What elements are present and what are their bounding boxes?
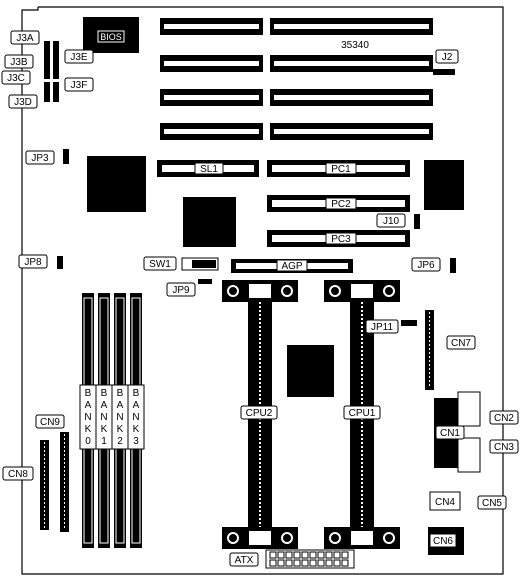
io-chip xyxy=(424,160,464,210)
j3f-label: J3F xyxy=(71,80,88,91)
j3-jumpers xyxy=(44,41,59,102)
bank2-letter: B xyxy=(117,388,124,399)
cn6-label: CN6 xyxy=(433,536,453,547)
j3c-label: J3C xyxy=(7,73,25,84)
bank0-letter: N xyxy=(84,412,91,423)
cn5-label: CN5 xyxy=(482,498,502,509)
board-outline xyxy=(21,6,504,575)
cn9-label: CN9 xyxy=(40,417,60,428)
cpu1-label: CPU1 xyxy=(349,408,376,419)
bank1-letter: B xyxy=(101,388,108,399)
j2-jumper xyxy=(433,69,455,75)
bank0-letter: A xyxy=(85,400,92,411)
jp11-jumper xyxy=(401,320,417,326)
bank3-letter: B xyxy=(133,388,140,399)
jp3-jumper xyxy=(63,149,69,164)
bank1-letter: A xyxy=(101,400,108,411)
memory-banks xyxy=(79,293,145,548)
sl1-label: SL1 xyxy=(200,164,218,175)
j10-jumper xyxy=(414,214,420,229)
bank0-letter: K xyxy=(85,424,92,435)
bank3-letter: N xyxy=(132,412,139,423)
bank3-letter: A xyxy=(133,400,140,411)
bank2-letter: K xyxy=(117,424,124,435)
jp9-jumper xyxy=(198,279,212,284)
bank3-letter: 3 xyxy=(133,436,139,447)
board-model-label: 35340 xyxy=(341,40,369,51)
cn4-connector xyxy=(429,491,461,511)
jp8-jumper xyxy=(57,256,63,269)
sw1-label: SW1 xyxy=(149,259,171,270)
cn1-label: CN1 xyxy=(440,428,460,439)
jp3-label: JP3 xyxy=(31,153,49,164)
bank2-letter: N xyxy=(116,412,123,423)
cn2-connector xyxy=(457,391,481,427)
bank0-letter: B xyxy=(85,388,92,399)
jp11-label: JP11 xyxy=(371,322,393,333)
pc1-label: PC1 xyxy=(331,164,351,175)
pc3-label: PC3 xyxy=(331,234,351,245)
cn2-label: CN2 xyxy=(494,413,514,424)
cpu2-label: CPU2 xyxy=(246,408,273,419)
bank1-letter: N xyxy=(100,412,107,423)
bios-label-box xyxy=(97,30,125,43)
clock-chip xyxy=(287,345,334,397)
cn7-label: CN7 xyxy=(451,338,471,349)
bank1-letter: 1 xyxy=(101,436,107,447)
cn8-label: CN8 xyxy=(8,469,28,480)
cn8-connector xyxy=(40,440,49,530)
j3a-tag xyxy=(10,30,40,45)
jp6-label: JP6 xyxy=(417,260,435,271)
bank0-letter: 0 xyxy=(85,436,91,447)
cn3-label: CN3 xyxy=(494,442,514,453)
jp6-jumper xyxy=(450,258,456,273)
agp-label: AGP xyxy=(281,261,302,272)
chipset-north xyxy=(87,156,146,212)
j3d-label: J3D xyxy=(14,97,32,108)
atx-label: ATX xyxy=(235,555,254,566)
j3a-label: J3A xyxy=(16,33,34,44)
pc2-label: PC2 xyxy=(331,199,351,210)
j3e-label: J3E xyxy=(70,52,88,63)
atx-power-connector xyxy=(265,549,355,569)
bank1-letter: K xyxy=(101,424,108,435)
jp9-label: JP9 xyxy=(172,285,190,296)
bios-label: BIOS xyxy=(100,32,122,42)
jp8-label: JP8 xyxy=(24,257,42,268)
bank3-letter: K xyxy=(133,424,140,435)
j10-label: J10 xyxy=(383,216,400,227)
cn3-connector xyxy=(457,437,481,473)
chipset-south xyxy=(183,197,236,247)
isa-slots xyxy=(160,18,433,140)
j2-label: J2 xyxy=(442,52,453,63)
bank2-letter: 2 xyxy=(117,436,123,447)
j3b-label: J3B xyxy=(10,57,28,68)
cn4-label: CN4 xyxy=(435,497,455,508)
bank2-letter: A xyxy=(117,400,124,411)
